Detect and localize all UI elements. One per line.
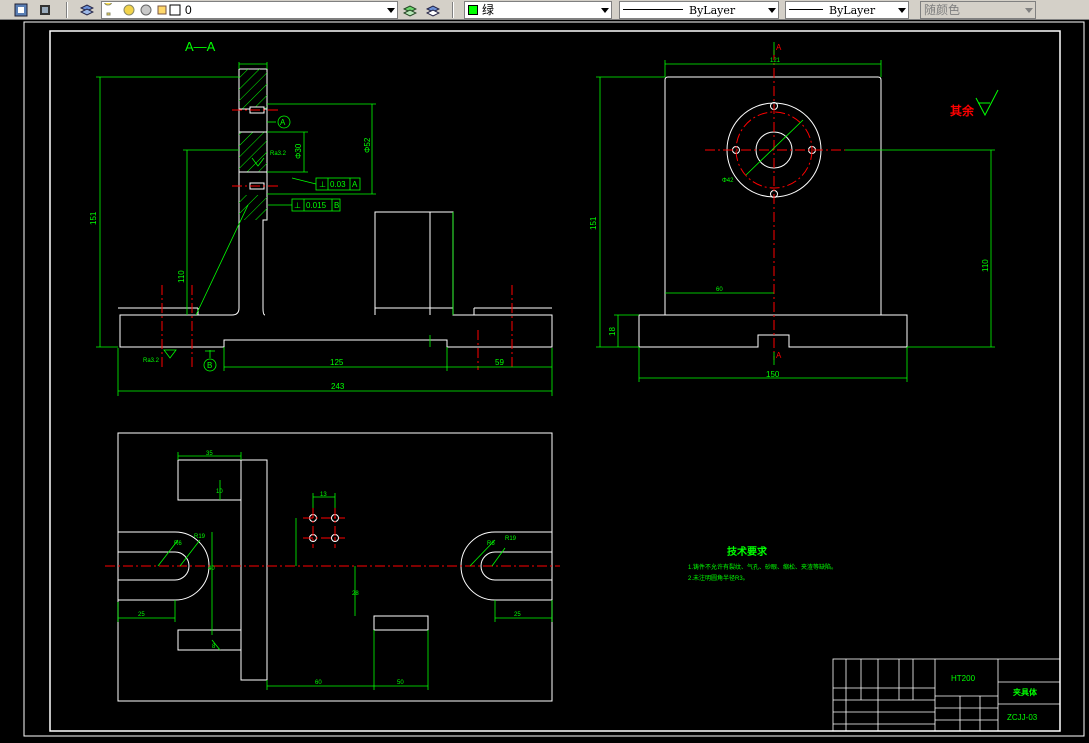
svg-text:13: 13 — [320, 492, 327, 498]
svg-text:2.未注明圆角半径R3。: 2.未注明圆角半径R3。 — [688, 574, 749, 582]
svg-text:ZCJJ-03: ZCJJ-03 — [1007, 713, 1038, 722]
svg-text:R19: R19 — [194, 534, 206, 540]
properties-toolbar: 0 绿 ByLayer ByLayer 随颜色 — [0, 0, 1089, 20]
inner-border — [49, 30, 1061, 732]
svg-text:Φ30: Φ30 — [294, 143, 303, 159]
svg-text:1.铸件不允许有裂纹、气孔、砂眼、缩松、夹渣等缺陷。: 1.铸件不允许有裂纹、气孔、砂眼、缩松、夹渣等缺陷。 — [688, 563, 837, 571]
title-block-text: HT200 夹具体 ZCJJ-03 — [951, 674, 1038, 722]
linetype-dropdown[interactable]: ByLayer — [619, 1, 779, 19]
svg-text:B: B — [207, 361, 212, 370]
section-dimensions — [96, 62, 553, 396]
svg-text:59: 59 — [495, 358, 504, 367]
color-swatch — [468, 5, 478, 15]
chevron-down-icon — [601, 8, 609, 13]
layer-name: 0 — [185, 3, 192, 17]
svg-text:R19: R19 — [505, 536, 517, 542]
svg-text:110: 110 — [981, 259, 990, 272]
svg-text:A: A — [280, 118, 286, 127]
svg-text:Ra3.2: Ra3.2 — [270, 151, 287, 157]
side-dimensions — [596, 42, 995, 382]
chevron-down-icon — [1025, 8, 1033, 13]
chevron-down-icon — [768, 8, 776, 13]
lineweight-preview — [789, 9, 823, 10]
svg-text:18: 18 — [608, 327, 617, 336]
layer-stack-icon[interactable] — [78, 1, 96, 18]
svg-text:Φ52: Φ52 — [363, 137, 372, 153]
layer-manager-icon[interactable] — [12, 1, 30, 18]
color-name: 绿 — [482, 3, 495, 17]
plotstyle-dropdown: 随颜色 — [920, 1, 1036, 19]
svg-text:60: 60 — [315, 680, 322, 686]
lineweight-name: ByLayer — [829, 4, 876, 17]
chevron-down-icon — [387, 8, 395, 13]
svg-text:夹具体: 夹具体 — [1013, 687, 1038, 697]
svg-text:125: 125 — [330, 358, 344, 367]
make-current-layer-icon[interactable] — [401, 1, 419, 18]
svg-text:60: 60 — [716, 287, 723, 293]
layer-state-icons — [104, 3, 181, 16]
svg-text:25: 25 — [138, 612, 145, 618]
side-dim-text: 121 151 18 150 110 Φ42 60 A A — [589, 43, 990, 379]
section-centerlines — [161, 109, 513, 370]
svg-text:50: 50 — [397, 680, 404, 686]
color-dropdown[interactable]: 绿 — [464, 1, 612, 19]
svg-text:HT200: HT200 — [951, 674, 976, 683]
svg-text:10: 10 — [216, 489, 223, 495]
section-label: A—A — [185, 39, 216, 54]
svg-text:243: 243 — [331, 382, 345, 391]
chevron-down-icon — [898, 8, 906, 13]
svg-text:110: 110 — [177, 270, 186, 283]
layer-states-icon[interactable] — [36, 1, 54, 18]
lineweight-dropdown[interactable]: ByLayer — [785, 1, 909, 19]
side-view — [638, 76, 908, 348]
top-dim-text: 35 10 R6 R19 R6 R19 25 25 60 50 13 40 28 8 — [138, 451, 521, 686]
svg-text:150: 150 — [766, 370, 780, 379]
svg-text:151: 151 — [589, 216, 598, 230]
svg-text:其余: 其余 — [950, 103, 975, 118]
svg-text:⊥: ⊥ — [319, 180, 326, 189]
top-view — [117, 432, 553, 702]
top-dimensions — [117, 452, 553, 690]
svg-text:A: A — [352, 180, 358, 189]
section-view: A—A — [118, 39, 553, 348]
layer-previous-icon[interactable] — [424, 1, 442, 18]
svg-text:8: 8 — [212, 644, 216, 650]
section-dim-text: 151 110 125 59 243 Φ52 Φ30 A B 0.03 A 0.… — [89, 118, 504, 391]
svg-text:40: 40 — [208, 566, 215, 572]
drawing-canvas[interactable]: A—A — [0, 20, 1089, 738]
svg-text:0.015: 0.015 — [306, 201, 327, 210]
surface-rest-note: 其余 — [950, 89, 999, 118]
svg-text:25: 25 — [514, 612, 521, 618]
svg-text:A: A — [776, 351, 782, 360]
svg-text:R6: R6 — [487, 541, 495, 547]
cad-drawing[interactable]: A—A — [0, 20, 1089, 738]
technical-requirements: 技术要求 1.铸件不允许有裂纹、气孔、砂眼、缩松、夹渣等缺陷。 2.未注明圆角半… — [688, 545, 837, 582]
svg-text:B: B — [334, 201, 339, 210]
title-block — [832, 658, 1061, 732]
svg-text:A: A — [776, 43, 782, 52]
svg-text:121: 121 — [770, 58, 781, 64]
svg-text:0.03: 0.03 — [330, 180, 346, 189]
svg-text:⊥: ⊥ — [294, 201, 301, 210]
svg-text:28: 28 — [352, 591, 359, 597]
svg-text:35: 35 — [206, 451, 213, 457]
linetype-preview — [623, 9, 683, 10]
svg-text:R6: R6 — [174, 541, 182, 547]
plotstyle-name: 随颜色 — [924, 3, 961, 17]
svg-text:151: 151 — [89, 211, 98, 225]
svg-text:Ra3.2: Ra3.2 — [143, 358, 160, 364]
svg-text:技术要求: 技术要求 — [727, 545, 768, 558]
side-centerlines — [705, 50, 845, 360]
layer-dropdown[interactable]: 0 — [101, 1, 398, 19]
outer-border — [23, 21, 1085, 737]
svg-text:Φ42: Φ42 — [722, 178, 734, 184]
top-centerlines — [105, 508, 560, 567]
linetype-name: ByLayer — [689, 4, 736, 17]
